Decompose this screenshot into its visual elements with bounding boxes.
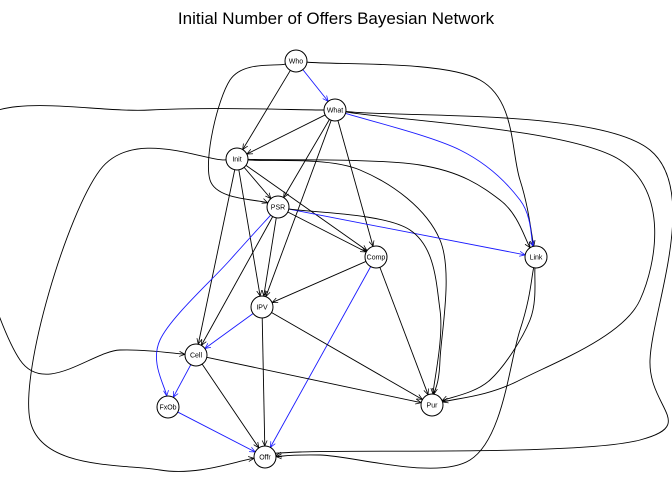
node-circle-cell [184, 343, 208, 367]
edge-psr-to-pur [288, 208, 442, 394]
edge-what-to-comp [337, 120, 373, 247]
node-circle-what [323, 98, 347, 122]
edge-ipv-to-cell [205, 313, 254, 348]
node-label-comp: Comp [367, 255, 386, 262]
node-label-fxob: FxOb [159, 405, 176, 412]
node-circle-init [225, 147, 249, 171]
edge-init-to-cell [198, 169, 236, 344]
node-label-pur: Pur [427, 403, 439, 410]
edge-ipv-to-pur [271, 312, 423, 399]
edge-link-to-offr [276, 267, 535, 469]
edge-cell-to-offr [201, 363, 259, 448]
edge-ipv-to-offr [261, 317, 265, 446]
edge-fxob-to-offr [177, 411, 255, 452]
edge-comp-to-ipv [272, 261, 367, 303]
edge-init-to-offr [28, 147, 254, 472]
diagram-title: Initial Number of Offers Bayesian Networ… [177, 9, 495, 28]
node-label-offr: Offr [259, 455, 271, 462]
node-circle-link [524, 245, 548, 269]
edge-link-to-pur [442, 267, 536, 401]
edge-who-to-link [306, 61, 534, 246]
node-label-init: Init [232, 157, 241, 164]
node-label-ipv: IPV [256, 305, 268, 312]
node-label-what: What [327, 108, 343, 115]
edge-init-to-pur [247, 159, 447, 394]
node-who: Who [284, 49, 308, 73]
node-circle-ipv [250, 295, 274, 319]
edge-psr-to-ipv [264, 217, 277, 296]
node-comp: Comp [364, 245, 388, 269]
edge-init-to-ipv [238, 169, 260, 296]
edge-init-to-comp [245, 164, 367, 250]
edges-layer [0, 61, 672, 472]
node-fxob: FxOb [156, 395, 180, 419]
node-circle-psr [266, 195, 290, 219]
edge-psr-to-cell [201, 216, 274, 346]
edge-cell-to-pur [206, 356, 421, 402]
node-circle-fxob [156, 395, 180, 419]
node-init: Init [225, 147, 249, 171]
edge-who-to-what [302, 69, 328, 102]
node-circle-pur [420, 393, 444, 417]
node-cell: Cell [184, 343, 208, 367]
edge-what-to-init [247, 114, 326, 154]
node-what: What [323, 98, 347, 122]
edge-what-to-ipv [266, 120, 332, 296]
edge-psr-to-link [288, 208, 525, 255]
edge-what-to-cell [0, 105, 325, 375]
node-psr: PSR [266, 195, 290, 219]
edge-init-to-link [247, 158, 530, 247]
edge-what-to-link [345, 112, 533, 246]
edge-what-to-pur [345, 111, 656, 402]
node-label-who: Who [289, 59, 304, 66]
node-circle-offr [253, 445, 277, 469]
node-circle-who [284, 49, 308, 73]
node-link: Link [524, 245, 548, 269]
node-pur: Pur [420, 393, 444, 417]
edge-what-to-psr [284, 119, 330, 197]
node-label-link: Link [530, 255, 543, 262]
node-circle-comp [364, 245, 388, 269]
edge-psr-to-comp [287, 211, 366, 252]
edge-what-to-offr [265, 110, 672, 455]
node-ipv: IPV [250, 295, 274, 319]
edge-comp-to-pur [379, 267, 428, 394]
node-offr: Offr [253, 445, 277, 469]
edge-who-to-psr [207, 63, 286, 203]
edge-who-to-init [243, 70, 291, 149]
node-label-psr: PSR [271, 205, 285, 212]
edge-cell-to-fxob [173, 364, 192, 398]
edge-comp-to-offr [270, 266, 372, 448]
edge-init-to-psr [243, 167, 271, 198]
node-label-cell: Cell [190, 353, 203, 360]
edge-psr-to-fxob [155, 214, 271, 396]
